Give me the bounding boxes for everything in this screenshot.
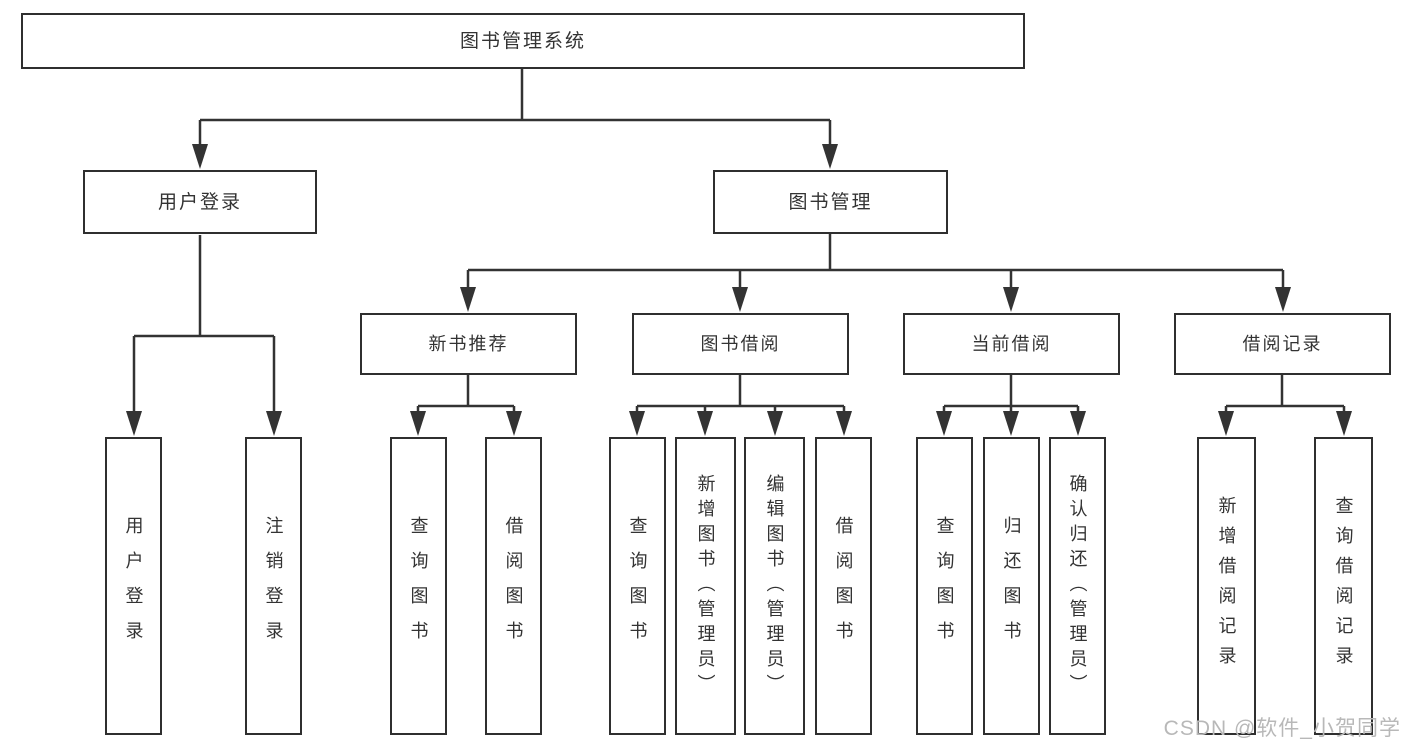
leaf-label: 查询借阅记录 [1333, 496, 1354, 676]
leaf-recommend-query-books: 查询图书 [390, 437, 447, 735]
leaf-logout: 注销登录 [245, 437, 302, 735]
leaf-current-query-books: 查询图书 [916, 437, 973, 735]
node-label: 图书管理系统 [459, 30, 586, 52]
leaf-label: 用户登录 [123, 516, 144, 656]
leaf-label: 借阅图书 [833, 516, 854, 656]
node-label: 新书推荐 [428, 334, 509, 354]
leaf-label: 借阅图书 [503, 516, 524, 656]
leaf-label: 查询图书 [408, 516, 429, 656]
leaf-user-login: 用户登录 [105, 437, 162, 735]
leaf-return-books: 归还图书 [983, 437, 1040, 735]
leaf-recommend-borrow-books: 借阅图书 [485, 437, 542, 735]
arrowhead-icons [126, 144, 1352, 436]
leaf-edit-books-admin: 编辑图书（管理员） [744, 437, 805, 735]
leaf-label: 确认归还（管理员） [1067, 473, 1088, 699]
leaf-query-borrow-record: 查询借阅记录 [1314, 437, 1373, 735]
leaf-label: 新增借阅记录 [1216, 496, 1237, 676]
leaf-label: 注销登录 [263, 516, 284, 656]
leaf-add-borrow-record: 新增借阅记录 [1197, 437, 1256, 735]
leaf-label: 查询图书 [934, 516, 955, 656]
node-label: 借阅记录 [1242, 334, 1323, 354]
leaf-confirm-return-admin: 确认归还（管理员） [1049, 437, 1106, 735]
leaf-borrow-books: 借阅图书 [815, 437, 872, 735]
node-current-borrowing: 当前借阅 [903, 313, 1120, 375]
leaf-label: 新增图书（管理员） [695, 473, 716, 699]
node-book-borrowing: 图书借阅 [632, 313, 849, 375]
node-label: 图书借阅 [700, 334, 781, 354]
node-new-book-recommendation: 新书推荐 [360, 313, 577, 375]
leaf-label: 归还图书 [1001, 516, 1022, 656]
leaf-label: 查询图书 [627, 516, 648, 656]
csdn-watermark: CSDN @软件_小贺同学 [1163, 717, 1401, 740]
node-label: 图书管理 [788, 191, 873, 213]
node-book-management: 图书管理 [713, 170, 948, 234]
node-label: 用户登录 [157, 191, 242, 213]
leaf-borrow-query-books: 查询图书 [609, 437, 666, 735]
node-label: 当前借阅 [971, 334, 1052, 354]
node-borrowing-records: 借阅记录 [1174, 313, 1391, 375]
leaf-add-books-admin: 新增图书（管理员） [675, 437, 736, 735]
node-library-management-system: 图书管理系统 [21, 13, 1025, 69]
leaf-label: 编辑图书（管理员） [764, 473, 785, 699]
node-user-login: 用户登录 [83, 170, 317, 234]
